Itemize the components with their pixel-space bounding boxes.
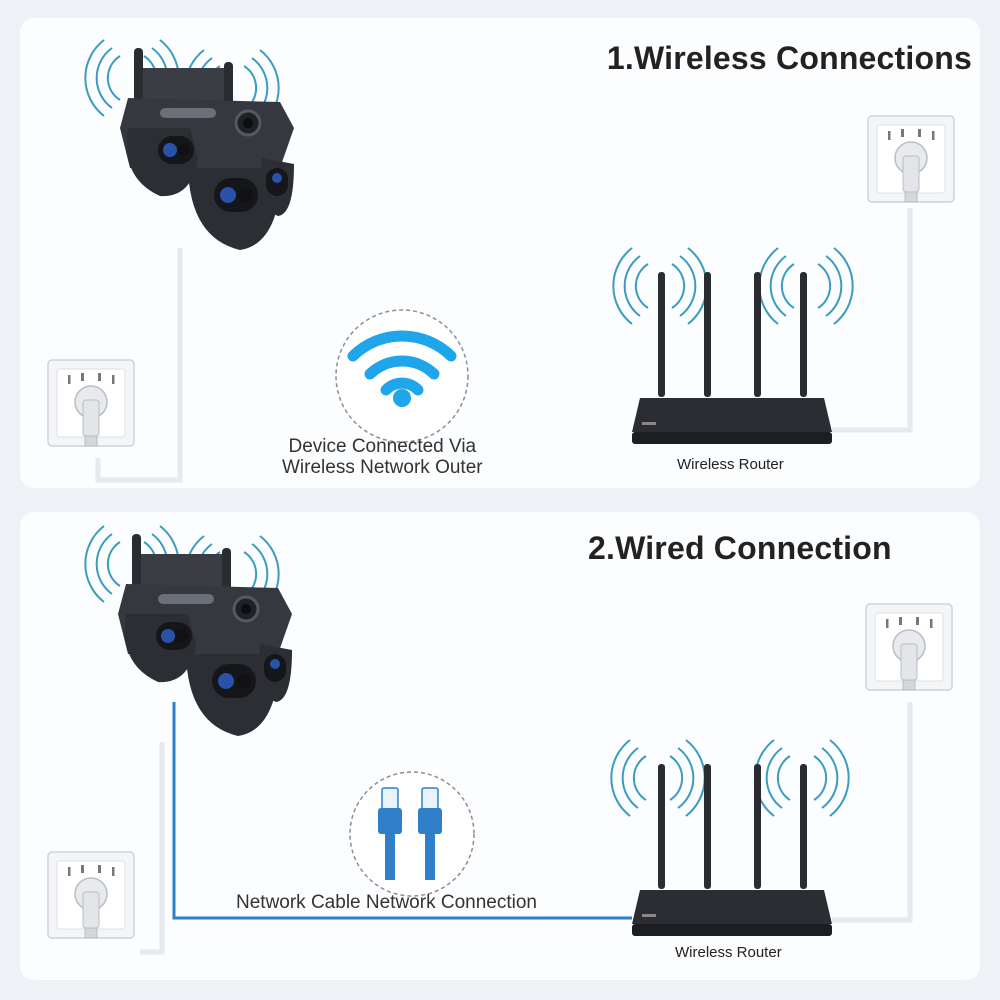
section-title: 2.Wired Connection bbox=[588, 530, 892, 566]
router-icon bbox=[632, 272, 832, 444]
router-icon bbox=[632, 764, 832, 936]
network-cable-line bbox=[172, 702, 632, 920]
wall-socket-icon bbox=[47, 851, 135, 939]
wired-caption: Network Cable Network Connection bbox=[236, 892, 537, 913]
wall-socket-icon bbox=[867, 115, 955, 203]
camera-power-cord bbox=[95, 248, 183, 483]
router-label: Wireless Router bbox=[677, 456, 784, 473]
dual-lens-camera-icon bbox=[118, 46, 296, 252]
wall-socket-icon bbox=[47, 359, 135, 447]
wireless-caption: Device Connected Via Wireless Network Ou… bbox=[282, 436, 483, 478]
caption-line: Wireless Network Outer bbox=[282, 457, 483, 478]
wall-socket-icon bbox=[865, 603, 953, 691]
wired-connection-panel: 2.Wired Connection Network Cable Network… bbox=[20, 512, 980, 980]
caption-line: Device Connected Via bbox=[288, 436, 477, 457]
wired-diagram-art bbox=[47, 525, 953, 955]
router-label: Wireless Router bbox=[675, 944, 782, 961]
wireless-diagram-art bbox=[47, 39, 955, 483]
center-dashed-circle bbox=[335, 309, 469, 443]
router-power-cord bbox=[832, 208, 913, 433]
center-dashed-circle bbox=[349, 771, 475, 897]
ethernet-cable-icon bbox=[378, 787, 442, 880]
wifi-icon bbox=[347, 330, 457, 407]
camera-power-cord bbox=[140, 742, 165, 955]
section-title: 1.Wireless Connections bbox=[606, 40, 972, 76]
router-power-cord bbox=[832, 702, 913, 923]
wireless-connection-panel: 1.Wireless Connections Device Connected … bbox=[20, 18, 980, 488]
